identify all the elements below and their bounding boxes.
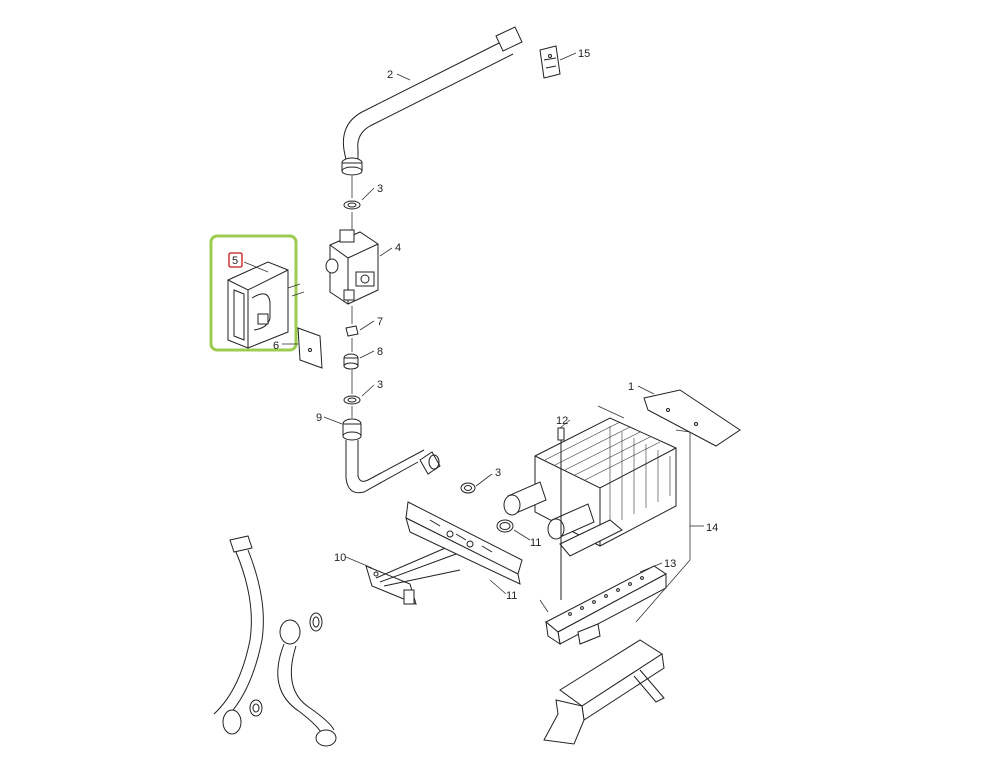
highlight-frame [209,234,298,352]
alignment-lines [351,176,691,623]
label-part-3-middle: 3 [377,379,383,391]
label-part-6: 6 [273,340,279,352]
highlight-tag-box [228,252,243,268]
part-15-bracket[interactable] [539,45,561,79]
part-5-microswitch[interactable] [209,234,305,352]
label-part-1: 1 [628,381,634,393]
label-part-15: 15 [578,48,590,60]
label-part-5: 5 [232,255,238,267]
label-part-8: 8 [377,346,383,358]
part-9-lower-pipe[interactable] [342,418,441,494]
part-7-seal[interactable] [345,325,359,337]
label-part-11-frame: 11 [506,590,517,602]
label-part-13: 13 [664,558,676,570]
part-12-sensor[interactable] [557,427,565,600]
label-part-7: 7 [377,316,383,328]
inlet-outlet-pipes[interactable] [213,535,337,747]
label-part-4: 4 [395,242,401,254]
label-part-9: 9 [316,412,322,424]
part-13-burner[interactable] [545,565,667,646]
label-part-3-top: 3 [377,183,383,195]
part-3-washer-middle[interactable] [343,395,361,405]
label-part-12: 12 [556,415,568,427]
part-1-top-plate[interactable] [643,389,741,447]
label-part-11-oring: 11 [530,537,541,549]
part-3-washer-right[interactable] [460,482,476,494]
callout-labels: 1 2 3 3 3 4 5 6 7 8 9 10 11 11 12 13 14 … [228,48,718,602]
label-part-3-right: 3 [495,467,501,479]
part-8-nut[interactable] [343,353,359,370]
part-11-oring[interactable] [496,519,514,533]
part-6-plate[interactable] [297,327,323,369]
part-3-washer-top[interactable] [343,200,361,210]
label-part-14: 14 [706,522,718,534]
label-part-10: 10 [334,552,346,564]
part-11-frame[interactable] [405,501,523,585]
part-2-upper-pipe[interactable] [341,26,523,176]
leader-lines [243,52,704,595]
part-4-water-valve[interactable] [325,229,379,305]
part-10-electrode[interactable] [365,545,461,605]
burner-support-bracket[interactable] [543,639,665,745]
label-part-2: 2 [387,69,393,81]
part-14-heat-exchanger[interactable] [503,417,677,557]
